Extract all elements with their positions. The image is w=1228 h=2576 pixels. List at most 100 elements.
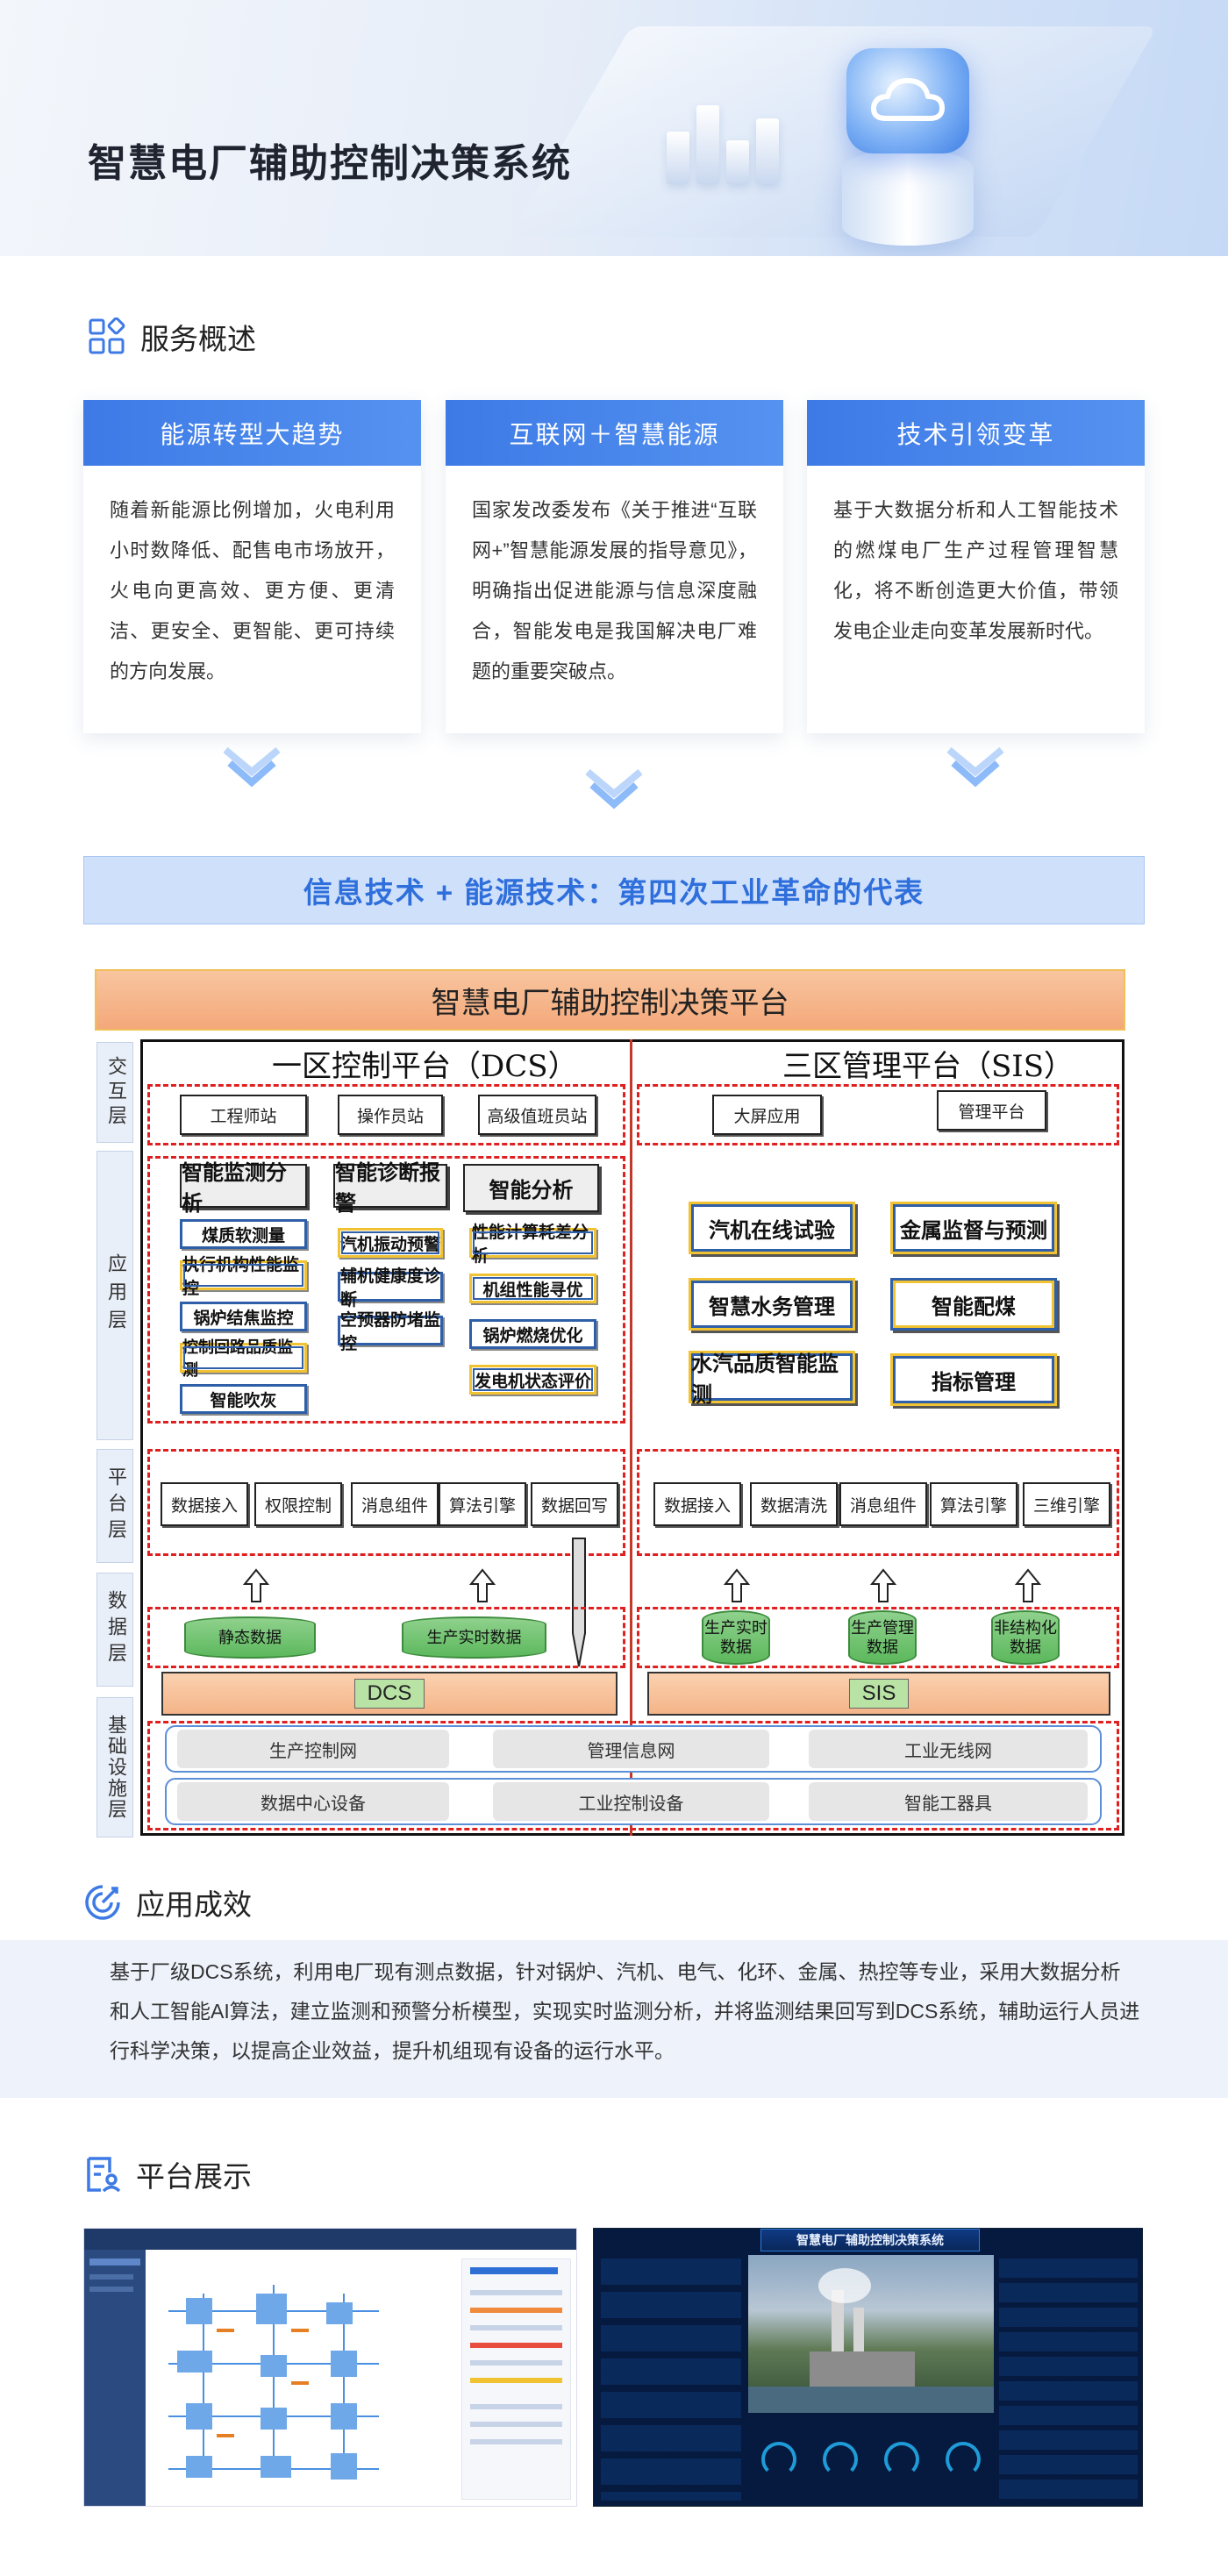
platform-screenshot-2: 智慧电厂辅助控制决策系统 — [593, 2228, 1143, 2507]
overview-card-3: 技术引领变革 基于大数据分析和人工智能技术的燃煤电厂生产过程管理智慧化，将不断创… — [807, 400, 1145, 733]
results-text: 基于厂级DCS系统，利用电厂现有测点数据，针对锅炉、汽机、电气、化环、金属、热控… — [110, 1960, 1140, 2062]
sis-db-bar: SIS — [647, 1672, 1110, 1716]
layer-label-platform: 平台层 — [96, 1449, 133, 1563]
card-title: 技术引领变革 — [807, 400, 1145, 466]
sis-app-item: 金属监督与预测 — [890, 1202, 1057, 1254]
app-group-head: 智能分析 — [463, 1164, 599, 1212]
app-group-head: 智能诊断报警 — [333, 1161, 447, 1216]
app-item: 性能计算耗差分析 — [469, 1224, 596, 1266]
platform-screenshot-1 — [83, 2228, 577, 2507]
dcs-application-zone — [147, 1156, 625, 1424]
process-flow-graphic — [168, 2285, 379, 2480]
layer-label-data: 数据层 — [96, 1573, 133, 1687]
architecture-frame — [140, 1039, 1124, 1836]
app-item: 汽机振动预警 — [338, 1228, 443, 1258]
diagram-title: 智慧电厂辅助控制决策平台 — [95, 969, 1125, 1031]
section-showcase-header: 平台展示 — [83, 2153, 252, 2195]
platform-item: 数据接入 — [161, 1482, 248, 1526]
hero-banner: 智慧电厂辅助控制决策系统 — [0, 0, 1228, 256]
dcs-zone-title: 一区控制平台（DCS） — [272, 1049, 578, 1084]
chevron-down-icon — [585, 768, 643, 810]
sis-app-item: 水汽品质智能监测 — [689, 1351, 855, 1407]
db-label: SIS — [848, 1679, 910, 1709]
zone-divider — [630, 1039, 632, 1836]
dcs-db-bar: DCS — [161, 1672, 618, 1716]
arrow-up-icon — [724, 1568, 750, 1602]
card-title: 互联网＋智慧能源 — [446, 400, 783, 466]
platform-item: 数据清洗 — [750, 1482, 838, 1526]
overview-card-2: 互联网＋智慧能源 国家发改委发布《关于推进“互联网+”智慧能源发展的指导意见》，… — [446, 400, 783, 733]
section-title: 服务概述 — [140, 323, 256, 355]
section-title: 应用成效 — [136, 1888, 252, 1921]
data-store: 生产管理数据 — [848, 1610, 917, 1665]
sis-app-item: 指标管理 — [890, 1353, 1057, 1406]
app-item: 锅炉燃烧优化 — [469, 1319, 596, 1349]
card-body: 基于大数据分析和人工智能技术的燃煤电厂生产过程管理智慧化，将不断创造更大价值，带… — [833, 499, 1118, 642]
decorative-pedestal — [842, 149, 974, 246]
platform-item: 算法引擎 — [439, 1482, 526, 1526]
dcs-interaction-item: 高级值班员站 — [478, 1095, 596, 1135]
section-results-header: 应用成效 — [83, 1881, 252, 1923]
sis-platform-zone — [637, 1449, 1119, 1556]
chevron-down-icon — [946, 746, 1004, 788]
infra-item: 智能工器具 — [809, 1782, 1088, 1821]
grid-apps-icon — [89, 318, 125, 354]
dcs-interaction-zone — [147, 1084, 625, 1145]
slogan-bar: 信息技术 + 能源技术：第四次工业革命的代表 — [83, 856, 1145, 924]
data-store: 静态数据 — [184, 1616, 316, 1659]
page-title: 智慧电厂辅助控制决策系统 — [88, 142, 572, 185]
infra-item: 数据中心设备 — [177, 1782, 449, 1821]
app-item: 执行机构性能监控 — [180, 1256, 307, 1298]
arrow-up-icon — [1015, 1568, 1041, 1602]
overview-card-1: 能源转型大趋势 随着新能源比例增加，火电利用小时数降低、配售电市场放开，火电向更… — [83, 400, 421, 733]
section-overview-header: 服务概述 — [88, 316, 256, 358]
platform-item: 消息组件 — [351, 1482, 439, 1526]
dcs-data-zone — [147, 1607, 625, 1668]
card-body: 随着新能源比例增加，火电利用小时数降低、配售电市场放开，火电向更高效、更方便、更… — [110, 499, 395, 682]
section-title: 平台展示 — [136, 2160, 252, 2193]
layer-label-infrastructure: 基础设施层 — [96, 1697, 133, 1837]
dcs-interaction-item: 工程师站 — [180, 1095, 307, 1135]
platform-item: 权限控制 — [254, 1482, 342, 1526]
sis-app-item: 智能配煤 — [890, 1278, 1057, 1331]
sis-app-item: 汽机在线试验 — [689, 1202, 855, 1254]
document-user-icon — [87, 2157, 121, 2193]
sis-interaction-item: 管理平台 — [937, 1090, 1046, 1131]
app-item: 控制回路品质监测 — [180, 1338, 307, 1379]
dcs-interaction-item: 操作员站 — [338, 1095, 443, 1135]
app-item: 发电机状态评价 — [469, 1365, 596, 1395]
infrastructure-zone — [147, 1721, 1119, 1830]
sis-zone-title: 三区管理平台（SIS） — [782, 1049, 1074, 1084]
decorative-plane — [509, 26, 1158, 237]
sis-data-zone — [637, 1607, 1119, 1668]
app-item: 煤质软测量 — [180, 1219, 307, 1249]
layer-label-application: 应用层 — [96, 1151, 133, 1440]
results-panel — [0, 1940, 1228, 2098]
infra-item: 生产控制网 — [177, 1730, 449, 1768]
card-body: 国家发改委发布《关于推进“互联网+”智慧能源发展的指导意见》，明确指出促进能源与… — [472, 499, 757, 682]
power-plant-photo — [748, 2255, 994, 2413]
app-group-head: 智能监测分析 — [180, 1161, 307, 1216]
cloud-icon — [846, 48, 969, 153]
infra-item: 工业控制设备 — [493, 1782, 769, 1821]
arrow-up-icon — [469, 1568, 496, 1602]
app-item: 智能吹灰 — [180, 1384, 307, 1414]
platform-item: 算法引擎 — [930, 1482, 1017, 1526]
data-store: 生产实时数据 — [702, 1610, 770, 1665]
dashboard-title: 智慧电厂辅助控制决策系统 — [760, 2229, 980, 2251]
db-label: DCS — [353, 1679, 425, 1709]
infra-item: 工业无线网 — [809, 1730, 1088, 1768]
data-store: 非结构化数据 — [991, 1610, 1060, 1665]
dcs-platform-zone — [147, 1449, 625, 1556]
card-title: 能源转型大趋势 — [83, 400, 421, 466]
sis-app-item: 智慧水务管理 — [689, 1278, 855, 1331]
platform-item: 三维引擎 — [1023, 1482, 1110, 1526]
target-icon — [85, 1885, 120, 1920]
infra-item: 管理信息网 — [493, 1730, 769, 1768]
app-item: 机组性能寻优 — [469, 1274, 596, 1303]
arrow-up-icon — [870, 1568, 896, 1602]
chevron-down-icon — [223, 746, 281, 788]
platform-item: 数据接入 — [653, 1482, 741, 1526]
platform-item: 数据回写 — [531, 1482, 618, 1526]
app-item: 锅炉结焦监控 — [180, 1302, 307, 1331]
